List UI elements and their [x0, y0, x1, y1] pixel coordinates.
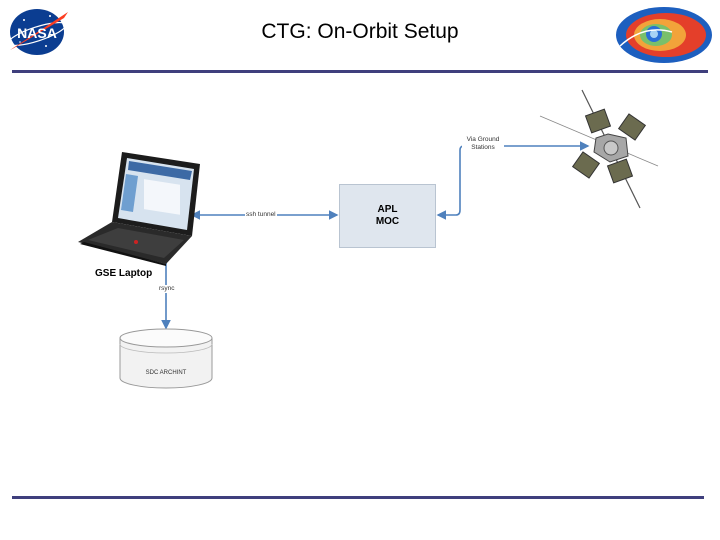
rsync-label: rsync [158, 285, 176, 293]
spacecraft-icon [536, 86, 660, 210]
ssh-tunnel-label: ssh tunnel [245, 211, 277, 219]
moc-box: APL MOC [339, 184, 436, 248]
ground-stations-label: Via Ground Stations [462, 136, 504, 152]
svg-text:NASA: NASA [17, 25, 57, 41]
laptop-label: GSE Laptop [95, 268, 153, 279]
footer-rule [12, 496, 704, 499]
laptop-icon [74, 150, 202, 266]
archive-label: SDC ARCHINT [145, 370, 187, 376]
nasa-logo: NASA [6, 4, 72, 58]
header-rule [12, 70, 708, 73]
page-title: CTG: On-Orbit Setup [261, 20, 459, 43]
archive-database [118, 328, 214, 390]
mission-logo [614, 4, 714, 66]
